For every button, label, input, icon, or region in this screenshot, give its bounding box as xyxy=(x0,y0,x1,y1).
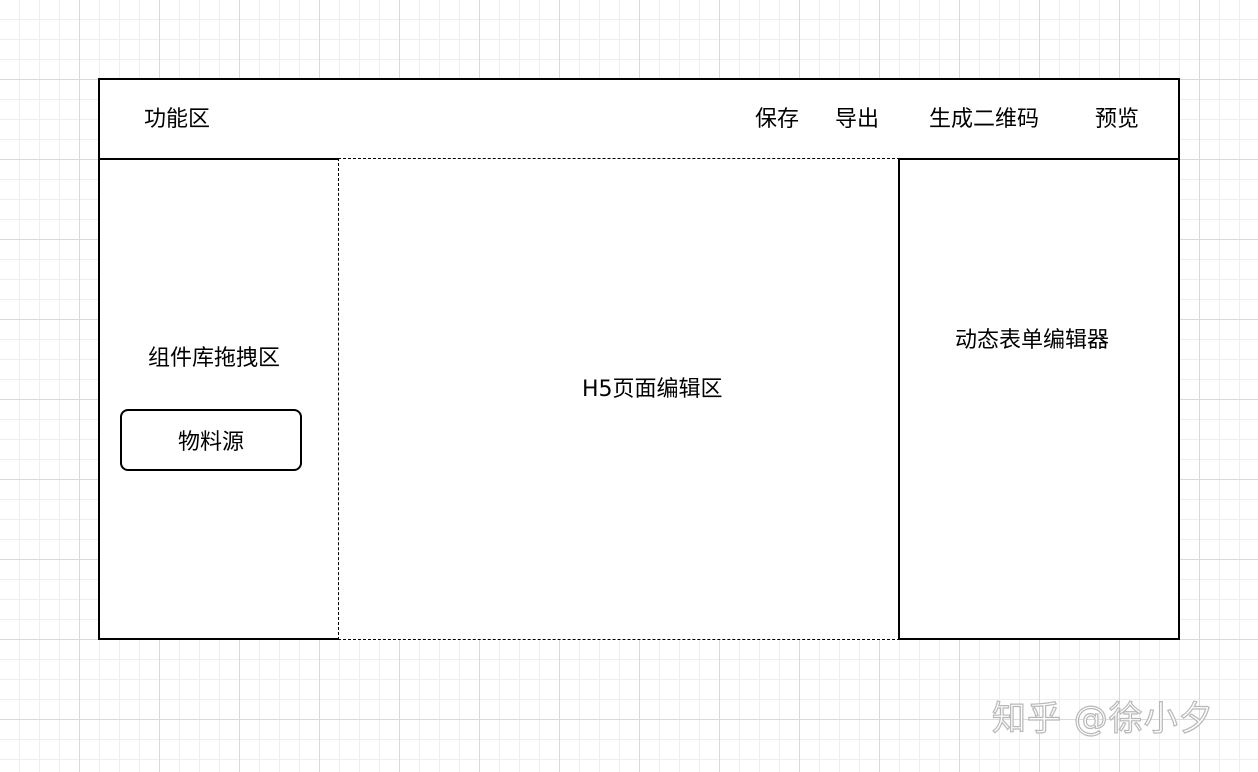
component-library-drag-area: 组件库拖拽区 物料源 xyxy=(98,158,340,640)
h5-page-editor-label: H5页面编辑区 xyxy=(582,377,723,402)
function-area: 功能区 保存 导出 生成二维码 预览 xyxy=(98,78,1180,160)
component-library-label: 组件库拖拽区 xyxy=(148,346,281,371)
export-button[interactable]: 导出 xyxy=(835,107,880,132)
generate-qrcode-button[interactable]: 生成二维码 xyxy=(929,107,1040,132)
save-button[interactable]: 保存 xyxy=(755,107,800,132)
material-source-box[interactable]: 物料源 xyxy=(120,409,302,471)
dynamic-form-editor: 动态表单编辑器 xyxy=(898,158,1180,640)
material-source-label: 物料源 xyxy=(177,430,244,455)
h5-page-editor-area: H5页面编辑区 xyxy=(338,158,900,640)
preview-button[interactable]: 预览 xyxy=(1095,107,1140,132)
dynamic-form-editor-label: 动态表单编辑器 xyxy=(955,328,1110,353)
watermark: 知乎 @徐小夕 xyxy=(991,698,1214,739)
function-area-label: 功能区 xyxy=(144,107,211,132)
